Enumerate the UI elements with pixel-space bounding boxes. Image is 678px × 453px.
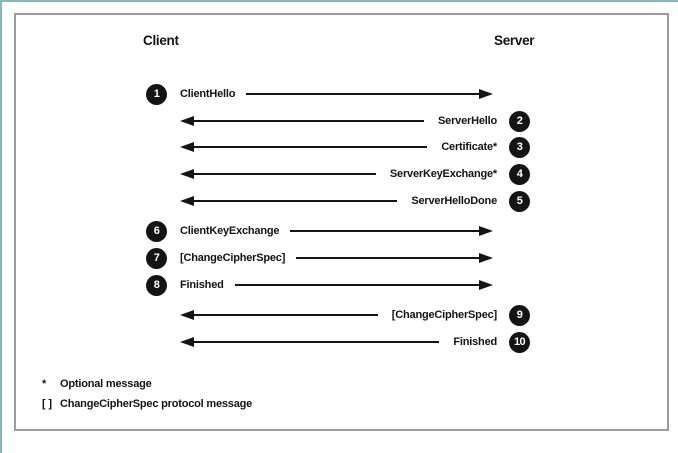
frame-accent-left <box>0 0 2 453</box>
message-row-2: ServerHello 2 <box>180 110 530 132</box>
arrow-shaft <box>246 93 479 95</box>
legend-marker: * <box>42 378 47 390</box>
step-badge: 1 <box>146 83 167 105</box>
message-label: ServerHello <box>438 115 497 127</box>
message-row-6: 6 ClientKeyExchange <box>146 220 493 242</box>
step-badge: 4 <box>509 163 530 185</box>
arrow-shaft <box>194 341 440 343</box>
arrow-shaft <box>194 200 398 202</box>
legend-item-changecipherspec: [ ] ChangeCipherSpec protocol message <box>42 394 252 414</box>
arrow-right-icon <box>479 253 493 263</box>
arrow-left-icon <box>180 142 194 152</box>
legend-text: Optional message <box>60 378 152 390</box>
message-label: ServerHelloDone <box>411 195 497 207</box>
actor-client-label: Client <box>143 33 179 48</box>
arrow-right-icon <box>479 280 493 290</box>
diagram-box <box>14 13 669 431</box>
step-badge: 6 <box>146 220 167 242</box>
legend: * Optional message [ ] ChangeCipherSpec … <box>42 374 252 414</box>
message-label: [ChangeCipherSpec] <box>391 309 497 321</box>
arrow-shaft <box>194 120 425 122</box>
arrow-left-icon <box>180 169 194 179</box>
message-label: ServerKeyExchange* <box>389 168 497 180</box>
message-row-4: ServerKeyExchange* 4 <box>180 163 530 185</box>
step-badge: 3 <box>509 136 530 158</box>
message-row-10: Finished 10 <box>180 331 530 353</box>
step-badge: 9 <box>509 304 530 326</box>
step-badge: 10 <box>509 331 530 353</box>
message-row-7: 7 [ChangeCipherSpec] <box>146 247 493 269</box>
arrow-shaft <box>234 284 479 286</box>
arrow-left-icon <box>180 310 194 320</box>
legend-item-optional: * Optional message <box>42 374 252 394</box>
frame-accent-top <box>0 0 678 2</box>
arrow-shaft <box>290 230 479 232</box>
arrow-right-icon <box>479 226 493 236</box>
arrow-shaft <box>194 146 428 148</box>
message-row-3: Certificate* 3 <box>180 136 530 158</box>
message-label: [ChangeCipherSpec] <box>180 252 286 264</box>
message-label: Finished <box>180 279 224 291</box>
arrow-left-icon <box>180 337 194 347</box>
message-label: ClientHello <box>180 88 236 100</box>
message-label: Finished <box>453 336 497 348</box>
message-label: Certificate* <box>441 141 497 153</box>
step-badge: 5 <box>509 190 530 212</box>
arrow-left-icon <box>180 196 194 206</box>
message-row-5: ServerHelloDone 5 <box>180 190 530 212</box>
step-badge: 7 <box>146 247 167 269</box>
arrow-shaft <box>194 173 376 175</box>
actor-server-label: Server <box>494 33 535 48</box>
legend-text: ChangeCipherSpec protocol message <box>60 398 253 410</box>
legend-marker: [ ] <box>42 398 52 410</box>
message-label: ClientKeyExchange <box>180 225 280 237</box>
arrow-shaft <box>296 257 479 259</box>
message-row-1: 1 ClientHello <box>146 83 493 105</box>
step-badge: 2 <box>509 110 530 132</box>
arrow-right-icon <box>479 89 493 99</box>
message-row-9: [ChangeCipherSpec] 9 <box>180 304 530 326</box>
step-badge: 8 <box>146 274 167 296</box>
message-row-8: 8 Finished <box>146 274 493 296</box>
arrow-shaft <box>194 314 378 316</box>
arrow-left-icon <box>180 116 194 126</box>
